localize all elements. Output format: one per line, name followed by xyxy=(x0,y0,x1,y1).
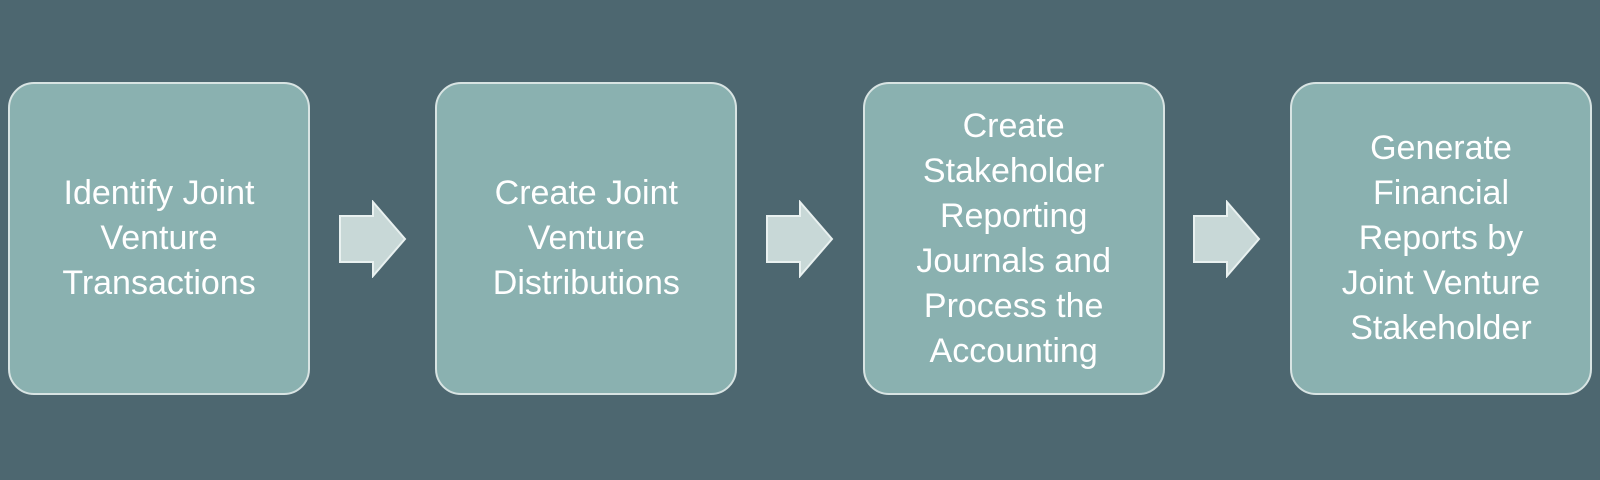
flow-connector-2 xyxy=(737,82,862,395)
flow-step-create-stakeholder-reporting-journals: Create Stakeholder Reporting Journals an… xyxy=(862,82,1165,395)
flow-step-label: Generate Financial Reports by Joint Vent… xyxy=(1341,129,1541,347)
right-block-arrow-icon xyxy=(1193,199,1261,278)
flow-connector-3 xyxy=(1165,82,1290,395)
flow-connector-1 xyxy=(310,82,435,395)
flow-step-label: Create Joint Venture Distributions xyxy=(492,174,680,302)
right-block-arrow-icon xyxy=(765,199,834,278)
right-block-arrow-icon xyxy=(338,199,406,278)
flow-step-create-joint-venture-distributions: Create Joint Venture Distributions xyxy=(435,82,738,395)
flow-step-identify-joint-venture-transactions: Identify Joint Venture Transactions xyxy=(8,82,310,395)
process-flow: Identify Joint Venture Transactions Crea… xyxy=(0,82,1600,395)
flow-step-generate-financial-reports: Generate Financial Reports by Joint Vent… xyxy=(1289,82,1592,395)
flow-step-label: Identify Joint Venture Transactions xyxy=(62,174,256,302)
flow-step-label: Create Stakeholder Reporting Journals an… xyxy=(916,106,1111,370)
